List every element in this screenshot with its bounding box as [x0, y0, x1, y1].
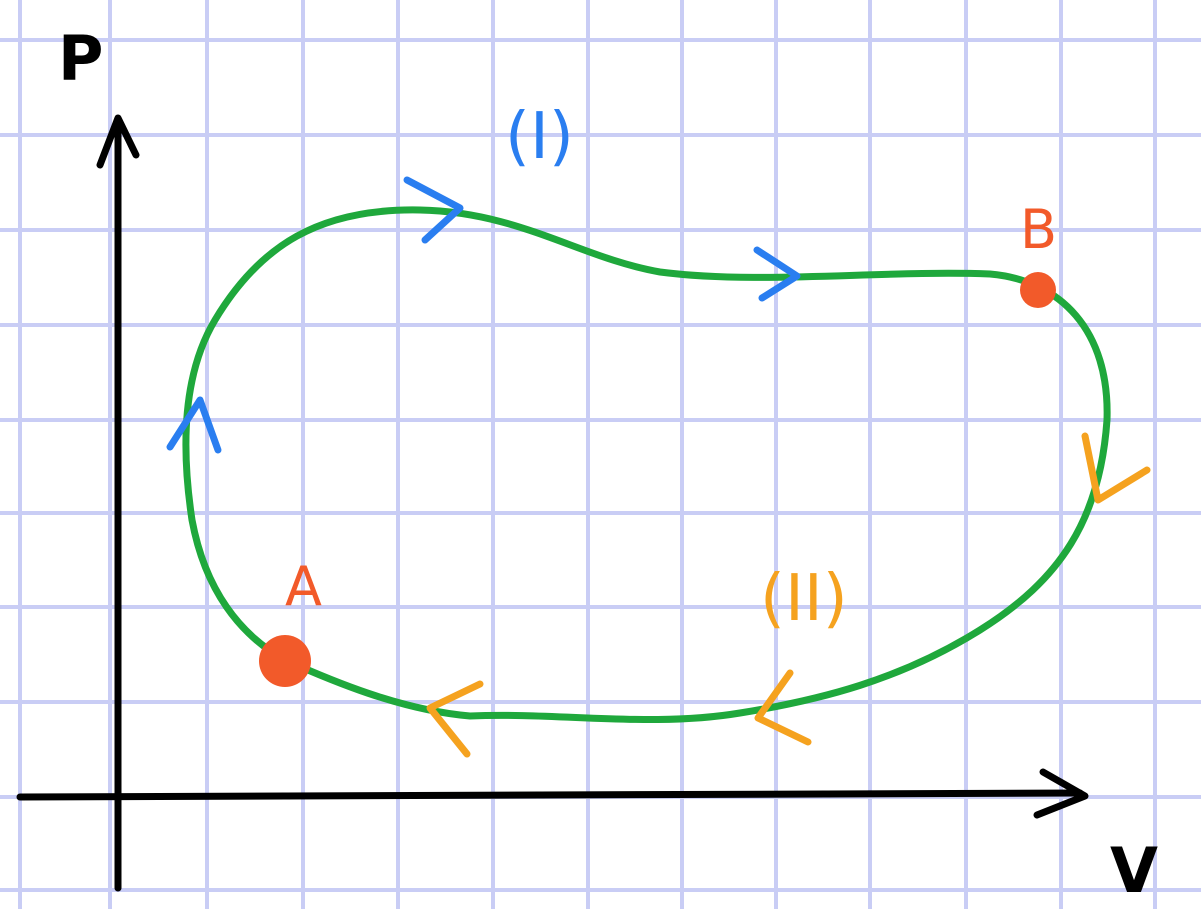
path-two-arrow-bottom-left	[426, 680, 484, 758]
path-one-arrow-top-left	[403, 176, 464, 244]
path-one-arrows	[166, 176, 801, 454]
x-axis-arrowhead	[1033, 768, 1089, 819]
path-one-arrow-left	[166, 396, 222, 454]
axes	[16, 114, 1089, 892]
path-one-label: (I)	[505, 100, 574, 174]
path-two-arrow-bottom-right	[754, 669, 812, 746]
path-two-arrows	[426, 432, 1151, 758]
path-one-arrow-top-right	[753, 246, 801, 302]
point-b-label: B	[1020, 198, 1057, 261]
path-two-label: (II)	[760, 562, 848, 636]
cycle-curve	[182, 206, 1111, 724]
point-a-dot	[259, 635, 311, 687]
point-b-dot	[1020, 272, 1056, 308]
point-a-label: A	[285, 555, 322, 618]
y-axis-arrowhead	[96, 114, 140, 169]
x-axis-label: V	[1110, 834, 1158, 907]
y-axis-label: P	[58, 22, 103, 95]
path-two-arrow-right	[1081, 432, 1151, 504]
x-axis	[16, 789, 1084, 801]
